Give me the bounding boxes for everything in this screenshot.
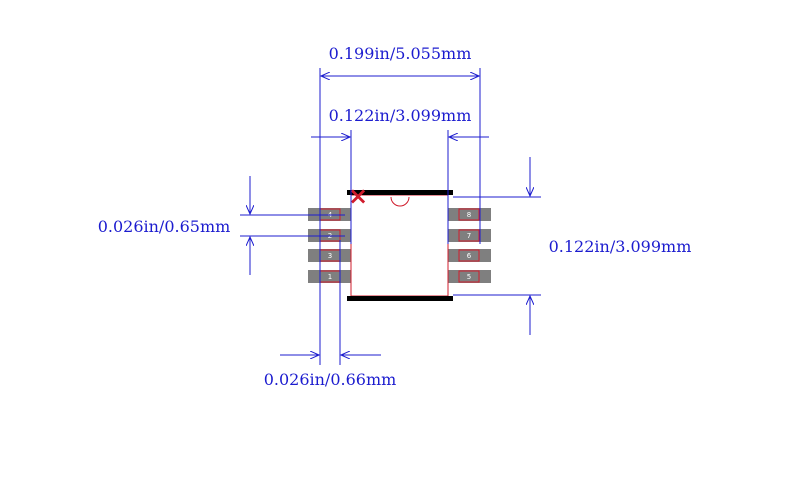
pin-label-right-6: 6 (467, 252, 472, 260)
package-body-outline (350, 194, 449, 297)
body-length-label: 0.122in/3.099mm (549, 237, 692, 256)
pin-label-right-5: 5 (467, 273, 471, 281)
pin1-notch (390, 196, 410, 207)
pin-label-right-7: 7 (467, 232, 471, 240)
pin-label-right-8: 8 (467, 211, 471, 219)
pad-length-label: 0.026in/0.66mm (264, 370, 397, 389)
pad-5-outline (458, 270, 480, 283)
dimension-overall-width (319, 68, 481, 365)
body-bottom-edge (347, 296, 453, 301)
overall-width-label: 0.199in/5.055mm (329, 44, 472, 63)
pin-label-left-1: 1 (328, 273, 332, 281)
body-top-edge (347, 190, 453, 195)
pin1-marker-icon: × (348, 182, 368, 210)
pad-8-outline (458, 208, 480, 221)
pin-pitch-label: 0.026in/0.65mm (98, 217, 231, 236)
right-pad-row (448, 208, 491, 283)
dimension-pin-pitch (240, 176, 345, 275)
left-pad-row (308, 208, 351, 283)
pin-label-left-3: 3 (328, 252, 332, 260)
dimension-pad-length (280, 240, 381, 365)
pad-6-outline (458, 249, 480, 262)
dimension-body-width (311, 130, 489, 244)
dimension-body-length (453, 157, 541, 335)
pad-7-outline (458, 229, 480, 242)
body-width-label: 0.122in/3.099mm (329, 106, 472, 125)
